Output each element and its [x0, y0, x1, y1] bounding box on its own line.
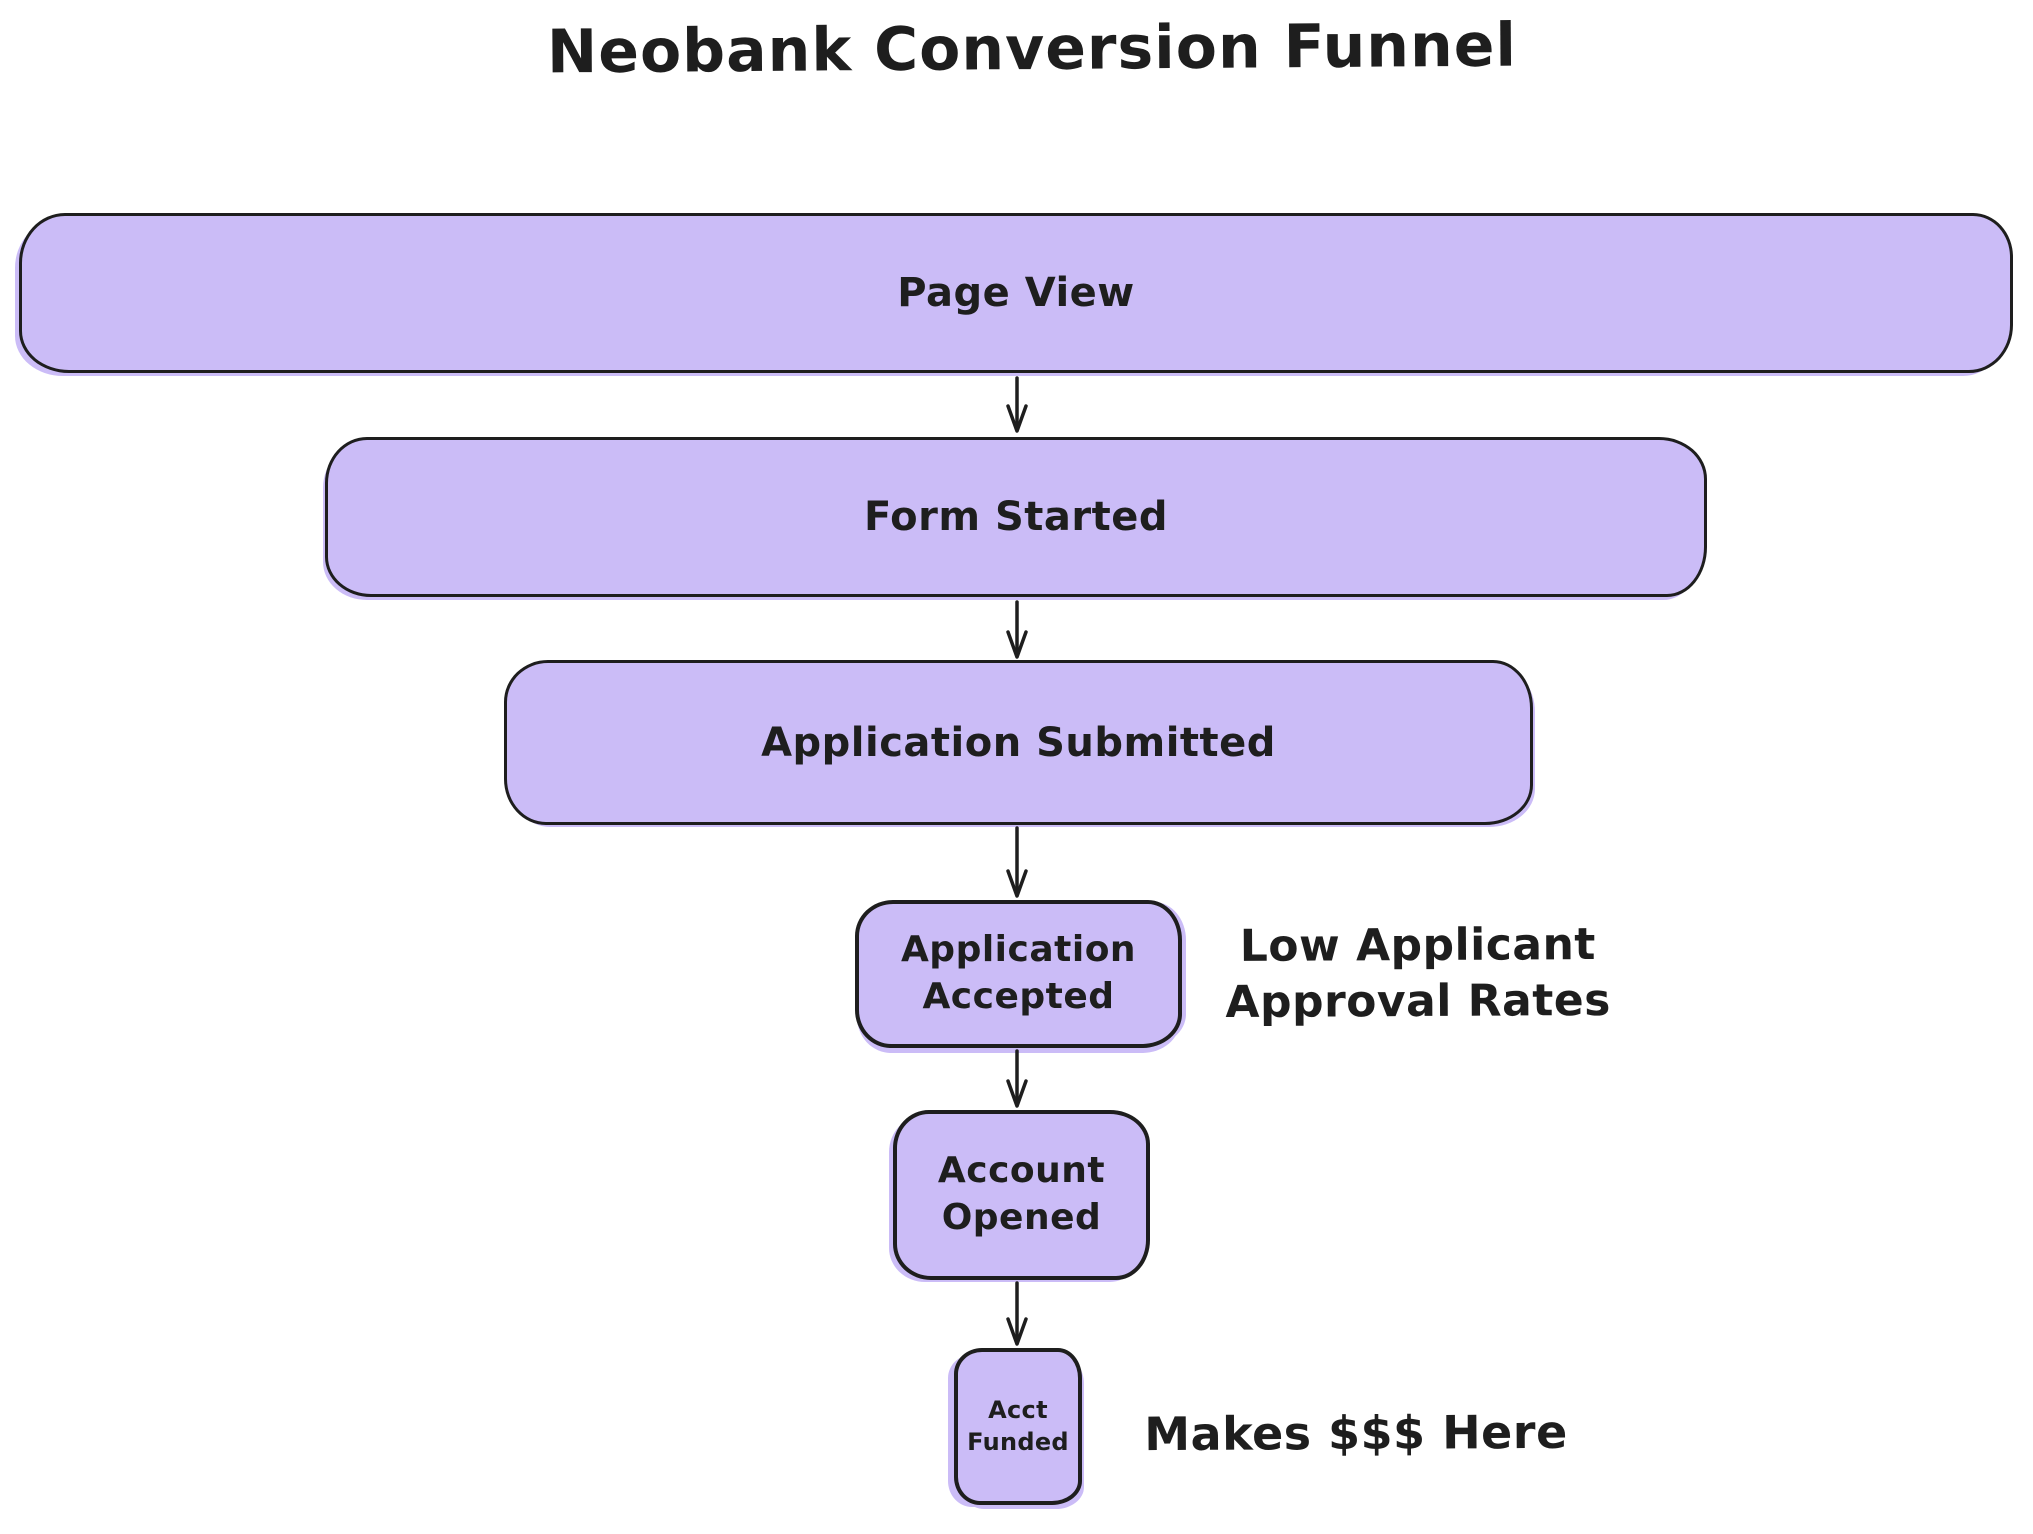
stage-label-application-submitted: Application Submitted: [761, 719, 1276, 766]
stage-label-acct-funded: Acct Funded: [967, 1396, 1069, 1456]
annotation-low-approval-rates: Low Applicant Approval Rates: [1225, 919, 1611, 1028]
flow-arrow-4-icon: [1006, 1049, 1028, 1108]
stage-box-application-submitted: Application Submitted: [504, 660, 1533, 825]
stage-label-page-view: Page View: [897, 270, 1135, 316]
flow-arrow-2-icon: [1006, 600, 1028, 659]
stage-box-page-view: Page View: [19, 213, 2013, 373]
stage-box-acct-funded: Acct Funded: [954, 1348, 1082, 1505]
diagram-title: Neobank Conversion Funnel: [546, 10, 1518, 88]
stage-box-form-started: Form Started: [325, 437, 1707, 597]
flow-arrow-3-icon: [1006, 826, 1028, 898]
annotation-makes-money-here: Makes $$$ Here: [1144, 1404, 1568, 1462]
flow-arrow-1-icon: [1006, 376, 1028, 433]
stage-label-account-opened: Account Opened: [937, 1150, 1106, 1238]
flow-arrow-5-icon: [1006, 1281, 1028, 1346]
stage-label-application-accepted: Application Accepted: [900, 929, 1137, 1017]
stage-box-application-accepted: Application Accepted: [855, 900, 1182, 1048]
stage-box-account-opened: Account Opened: [893, 1110, 1150, 1280]
stage-label-form-started: Form Started: [863, 494, 1169, 540]
